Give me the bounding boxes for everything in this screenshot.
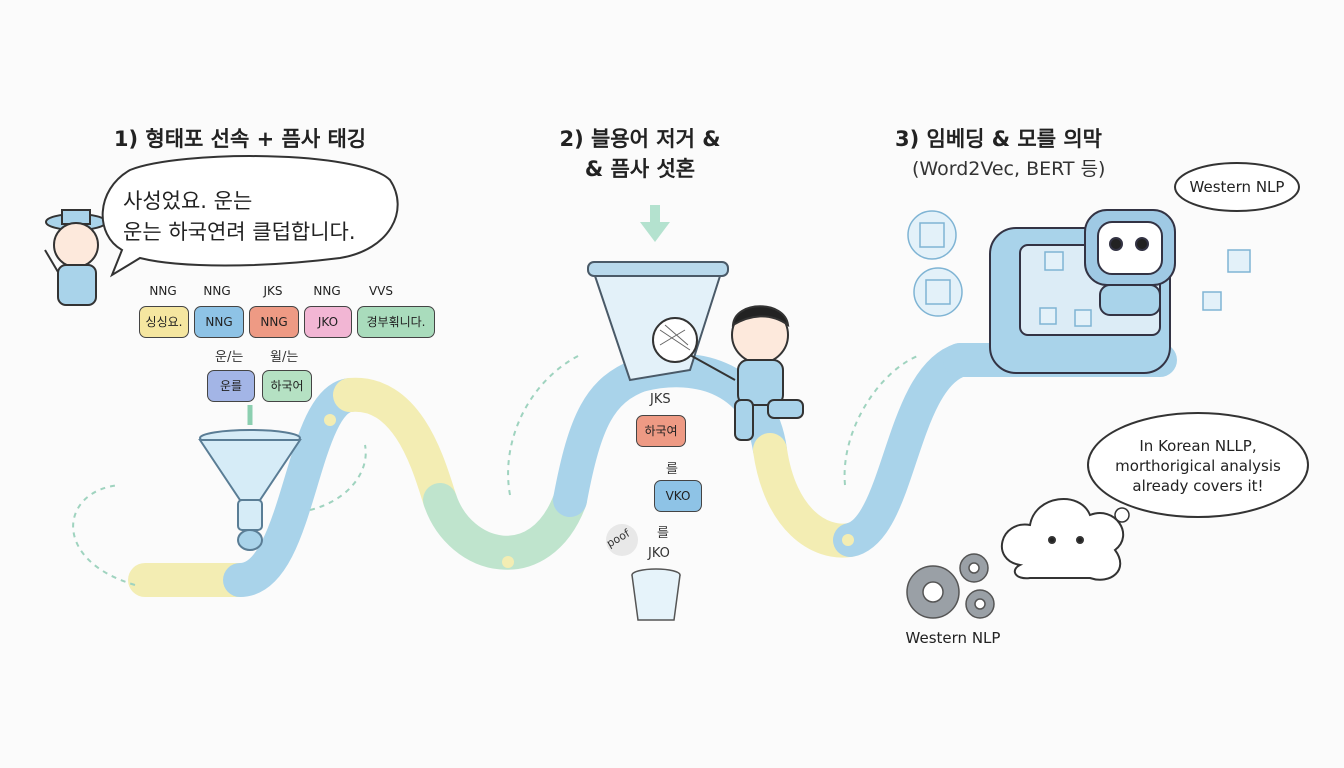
sub-tag: 윌/는 xyxy=(270,350,299,365)
gears-icon xyxy=(906,553,995,619)
particle: 를 xyxy=(657,526,669,541)
cube-icons xyxy=(907,210,1251,327)
morpheme-chip: 싱싱요. xyxy=(139,306,189,338)
cloud-character xyxy=(1001,498,1125,581)
sub-chip: 운를 xyxy=(207,370,255,402)
thought-line-3: already covers it! xyxy=(1132,477,1264,495)
trash-cup-icon xyxy=(631,568,681,621)
down-arrow-icon xyxy=(640,205,670,242)
pos-tag: JKS xyxy=(263,284,283,298)
hanbok-character xyxy=(44,209,107,306)
step2-title-line2: & 픔사 섯혼 xyxy=(584,157,696,181)
tag-jko: JKO xyxy=(648,546,670,561)
thought-line-1: In Korean NLLP, xyxy=(1139,437,1257,455)
tag-jks: JKS xyxy=(650,392,671,407)
speech-line-1: 사성었요. 운는 xyxy=(123,189,253,213)
pos-tag: NNG xyxy=(203,284,231,298)
morpheme-chip: NNG xyxy=(194,306,244,338)
thought-line-2: morthorigical analysis xyxy=(1115,457,1281,475)
robot-speech-text: Western NLP xyxy=(1189,178,1285,196)
speech-line-2: 운는 하국연려 클덥합니다. xyxy=(123,220,356,244)
poof-cloud xyxy=(606,524,638,556)
sub-tag: 운/는 xyxy=(215,350,244,365)
thought-bubble xyxy=(1087,412,1309,518)
road-dots xyxy=(135,414,854,585)
chip-noun: 하국여 xyxy=(636,415,686,447)
robot-monitor xyxy=(989,209,1176,374)
morpheme-chip: 경부횎니다. xyxy=(357,306,435,338)
sub-chip: 하국어 xyxy=(262,370,312,402)
gears-label: Western NLP xyxy=(905,629,1001,647)
morpheme-chip: NNG xyxy=(249,306,299,338)
chip-vko: VKO xyxy=(654,480,702,512)
step2-title-line1: 2) 블용어 저거 & xyxy=(559,127,721,151)
step1-title: 1) 형태포 선속 + 픔사 태깅 xyxy=(113,127,367,151)
pos-tag: VVS xyxy=(368,284,394,298)
dashed-arrows xyxy=(72,354,921,586)
step3-title: 3) 임베딩 & 모를 의막 xyxy=(895,127,1103,151)
speech-bubble xyxy=(101,155,399,278)
step3-subtitle: (Word2Vec, BERT 등) xyxy=(912,158,1106,180)
morpheme-chip: JKO xyxy=(304,306,352,338)
particle: 를 xyxy=(666,462,678,477)
pos-tag: NNG xyxy=(313,284,341,298)
boy-with-net xyxy=(652,305,804,441)
robot-speech-bubble xyxy=(1174,162,1300,212)
funnel-icon xyxy=(198,429,302,551)
pos-tag: NNG xyxy=(149,284,177,298)
